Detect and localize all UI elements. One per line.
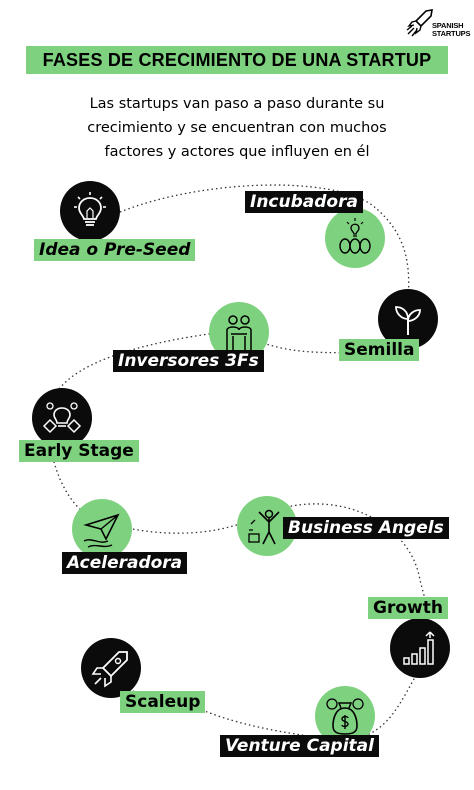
logo-line-2: STARTUPS <box>432 29 471 38</box>
sprout-icon <box>395 306 421 335</box>
subtitle-line-3: factores y actores que influyen en él <box>104 144 370 160</box>
rocket-icon <box>91 651 128 688</box>
rocket-logo-icon <box>406 9 433 37</box>
label-growth: Growth <box>368 597 448 619</box>
logo-line-1: SPANISH <box>432 21 464 30</box>
handshake-bulb-icon <box>42 402 82 434</box>
circle-scaleup <box>81 638 141 698</box>
label-business-angels: Business Angels <box>283 517 449 539</box>
spanish-startups-logo: SPANISH STARTUPS <box>406 8 471 44</box>
growth-chart-icon <box>403 631 435 665</box>
circle-incubadora <box>325 208 385 268</box>
subtitle-line-1: Las startups van paso a paso durante su <box>89 96 385 112</box>
label-aceleradora: Aceleradora <box>62 552 188 574</box>
subtitle-line-2: crecimiento y se encuentran con muchos <box>87 120 387 136</box>
paper-plane-icon <box>83 513 120 548</box>
label-incubadora: Incubadora <box>245 191 363 213</box>
title-banner: FASES DE CRECIMIENTO DE UNA STARTUP <box>26 46 448 74</box>
circle-idea <box>60 181 120 241</box>
label-early-stage: Early Stage <box>19 440 139 462</box>
lightbulb-icon <box>74 192 106 226</box>
page-title: FASES DE CRECIMIENTO DE UNA STARTUP <box>42 49 432 70</box>
label-idea-pre-seed: Idea o Pre-Seed <box>34 239 196 261</box>
circle-early-stage <box>32 388 92 448</box>
circle-aceleradora <box>72 499 132 559</box>
circle-growth <box>390 618 450 678</box>
label-inversores-3fs: Inversores 3Fs <box>113 350 264 372</box>
eggs-icon <box>339 218 371 254</box>
celebration-icon <box>248 509 288 545</box>
money-bag-icon <box>326 698 364 735</box>
label-venture-capital: Venture Capital <box>220 735 379 757</box>
label-semilla: Semilla <box>339 339 420 361</box>
label-scaleup: Scaleup <box>120 691 206 713</box>
people-hug-icon <box>226 315 252 350</box>
subtitle: Las startups van paso a paso durante su … <box>40 92 434 164</box>
